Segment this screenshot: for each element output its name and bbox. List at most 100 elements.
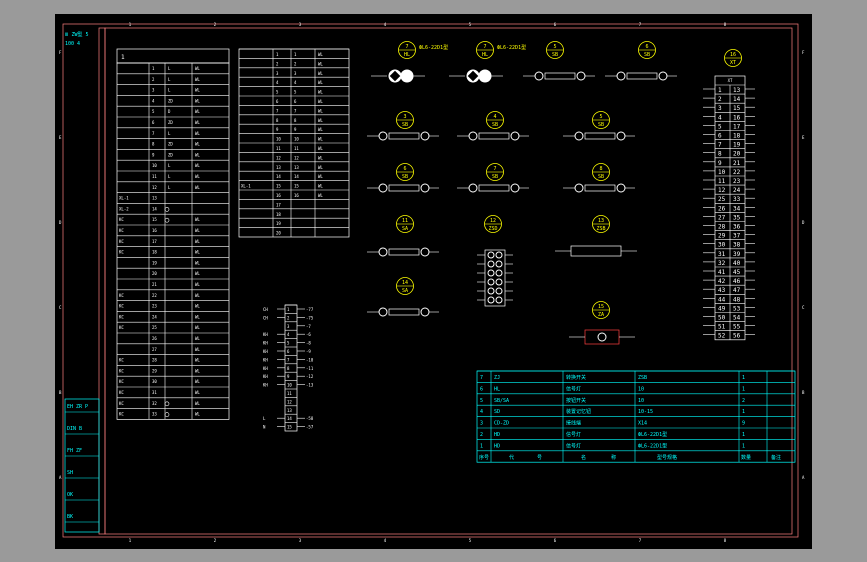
- mid-table-cell: 5: [294, 90, 297, 95]
- zsd-contact: [495, 287, 503, 295]
- bottom-tick-label: 7: [639, 538, 642, 543]
- button-r2-1-body: [478, 132, 510, 140]
- left-table-cell: XL-2: [119, 206, 129, 211]
- mid-table-cell: 19: [276, 221, 281, 226]
- left-table-cell: WL: [195, 314, 200, 319]
- left-table-cell: 12: [152, 185, 157, 190]
- left-table-cell: L: [168, 77, 171, 82]
- top-tick-label: 3: [299, 22, 302, 27]
- left-table-cell: WL: [195, 185, 200, 190]
- mid-terminal-left: KH: [263, 366, 268, 371]
- mid-terminal-left: KH: [263, 349, 268, 354]
- bom-header-cell: 称: [611, 454, 616, 461]
- right-terminal-cell: 36: [733, 224, 741, 231]
- top-tick-label: 5: [469, 22, 472, 27]
- mid-terminal-number: 2: [287, 315, 290, 320]
- button-r2-2-contact: [574, 131, 584, 141]
- left-table-cell: WL: [195, 109, 200, 114]
- left-table-cell: WL: [195, 120, 200, 125]
- right-terminal-cell: 38: [733, 242, 741, 249]
- mid-table-cell: 6: [294, 99, 297, 104]
- button-r3-2-contact: [616, 183, 626, 193]
- left-tick-label: D: [59, 220, 62, 225]
- device-r3-1-tag-number: 7: [493, 166, 496, 172]
- bom-header-cell: 名: [581, 454, 586, 461]
- device-r1-1-tag-circle: [476, 41, 494, 59]
- left-table-cell: 26: [152, 336, 157, 341]
- bom-cell: HD: [494, 443, 500, 449]
- device-r5-1-tag-number: 15: [598, 304, 604, 310]
- mid-terminal-right: -58: [306, 416, 314, 421]
- device-r5-1-tag-code: ZA: [598, 312, 604, 318]
- right-terminal-cell: 16: [733, 114, 741, 121]
- bom-cell: 2: [742, 398, 745, 404]
- inner-frame: [104, 27, 793, 535]
- bom-cell: 7: [480, 375, 483, 381]
- left-table-cell: WL: [195, 293, 200, 298]
- device-r1-2-tag-number: 5: [553, 44, 556, 50]
- left-table-cell: WL: [195, 174, 200, 179]
- mid-terminal-number: 15: [287, 425, 292, 430]
- left-table-cell: L: [168, 174, 171, 179]
- mid-table-cell: 5: [276, 90, 279, 95]
- strip-label: BK: [67, 514, 73, 520]
- left-table-cell: WL: [195, 250, 200, 255]
- mid-table-cell: 10: [294, 137, 299, 142]
- mid-table-cell: WL: [318, 99, 323, 104]
- left-table-cell: 4: [152, 98, 155, 103]
- bom-cell: ZJ: [494, 375, 500, 381]
- bom-cell: 5: [480, 398, 483, 404]
- left-table-cell: WL: [195, 336, 200, 341]
- left-table-cell: WL: [195, 217, 200, 222]
- mid-terminal-right: -10: [306, 357, 314, 362]
- device-r4-0-tag-number: 11: [402, 218, 408, 224]
- bottom-tick-label: 1: [129, 538, 132, 543]
- bom-cell: SD: [494, 409, 500, 415]
- button-r1a-contact: [534, 71, 544, 81]
- top-tick-label: 7: [639, 22, 642, 27]
- right-terminal-cell: 6: [718, 133, 722, 140]
- left-table-cell: KC: [119, 304, 124, 309]
- left-table-cell: 27: [152, 347, 157, 352]
- bom-cell: CD-ZD: [494, 421, 509, 427]
- right-terminal-cell: 48: [733, 296, 741, 303]
- left-table-cell: 21: [152, 282, 157, 287]
- left-table-cell: WL: [195, 239, 200, 244]
- bom-cell: 信号灯: [566, 431, 581, 438]
- left-table-cell: WL: [195, 271, 200, 276]
- left-table-cell: D: [168, 109, 171, 114]
- left-table-cell: ZD: [168, 142, 173, 147]
- left-table-cell: KC: [119, 228, 124, 233]
- left-table-cell: 3: [152, 88, 155, 93]
- mid-table-cell: WL: [318, 137, 323, 142]
- right-terminal-cell: 23: [733, 178, 741, 185]
- mid-terminal-number: 6: [287, 349, 290, 354]
- right-tick-label: E: [802, 135, 805, 140]
- zsd-block: [484, 249, 506, 307]
- right-terminal-cell: 10: [718, 169, 726, 176]
- left-table-cell: 8: [152, 142, 155, 147]
- device-r3-0-tag-code: SB: [402, 174, 408, 180]
- button-r3-0-contact: [420, 183, 430, 193]
- switch-r5-contact: [378, 307, 388, 317]
- device-r2-2-tag-circle: [592, 111, 610, 129]
- bom-cell: ФL6-22D1型: [638, 431, 667, 438]
- mid-table-cell: 7: [294, 108, 297, 113]
- mid-terminal-number: 7: [287, 357, 290, 362]
- left-table-cell: 22: [152, 293, 157, 298]
- button-r3-2-contact: [574, 183, 584, 193]
- mid-terminal-right: -12: [306, 374, 314, 379]
- button-r3-1-contact: [468, 183, 478, 193]
- title-note: 100 4: [65, 41, 80, 47]
- device-r5-1-tag-circle: [592, 301, 610, 319]
- left-table-cell: L: [168, 131, 171, 136]
- right-terminal-cell: 4: [718, 114, 722, 121]
- strip-label: OK: [67, 492, 73, 498]
- right-terminal-tag-tag-number: 16: [730, 52, 736, 58]
- left-table-cell: WL: [195, 66, 200, 71]
- right-terminal-cell: 50: [718, 315, 726, 322]
- right-terminal-cell: 32: [718, 260, 726, 267]
- mid-table-cell: 2: [276, 61, 279, 66]
- mid-table-cell: 9: [276, 127, 279, 132]
- right-terminal-cell: 41: [718, 269, 726, 276]
